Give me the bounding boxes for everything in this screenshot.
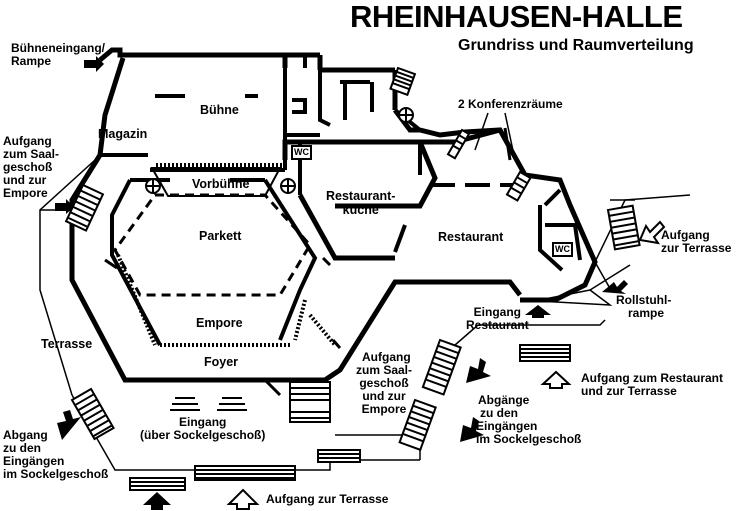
door-marks bbox=[104, 127, 512, 397]
arrow-icon bbox=[55, 56, 666, 510]
interior-walls bbox=[100, 55, 582, 272]
label-parkett: Parkett bbox=[199, 229, 242, 243]
label-eingang-restaurant: Eingang Restaurant bbox=[466, 305, 529, 332]
label-terrasse: Terrasse bbox=[41, 337, 93, 351]
page-title: RHEINHAUSEN-HALLE bbox=[350, 0, 683, 34]
arrow-icon bbox=[57, 410, 81, 440]
label-konferenzraeume: 2 Konferenzräume bbox=[458, 97, 563, 111]
page-subtitle: Grundriss und Raumverteilung bbox=[458, 37, 694, 54]
label-abgang-links: Abgang zu den Eingängen im Sockelgeschoß bbox=[3, 428, 109, 481]
label-eingang-sockel: Eingang (über Sockelgeschoß) bbox=[140, 415, 266, 442]
empore-outline bbox=[116, 254, 337, 347]
label-vorbuehne: Vorbühne bbox=[192, 177, 250, 191]
stage-edge bbox=[155, 163, 285, 168]
label-abgaenge-rechts: Abgänge zu den Eingängen im Sockelgescho… bbox=[476, 393, 582, 446]
wc-top: WC bbox=[291, 145, 312, 160]
arrow-up-outline-icon bbox=[540, 370, 572, 389]
arrow-up-icon bbox=[143, 492, 171, 510]
arrow-up-outline-icon bbox=[638, 220, 666, 245]
label-restaurantkueche: Restaurant- küche bbox=[326, 189, 396, 217]
label-buehne: Bühne bbox=[200, 103, 239, 117]
label-aufgang-restaurant-terrasse: Aufgang zum Restaurant und zur Terrasse bbox=[581, 371, 724, 398]
label-aufgang-saal-links: Aufgang zum Saal- geschoß und zur Empore bbox=[3, 134, 60, 200]
arrow-icon bbox=[460, 417, 484, 442]
label-empore: Empore bbox=[196, 316, 243, 330]
label-magazin: Magazin bbox=[98, 127, 148, 141]
stair-icon bbox=[64, 66, 641, 491]
label-restaurant: Restaurant bbox=[438, 230, 504, 244]
arrow-up-outline-icon bbox=[226, 488, 260, 510]
arrow-right-icon bbox=[55, 199, 74, 214]
wc-restaurant: WC bbox=[552, 242, 573, 257]
parkett-outline bbox=[113, 193, 312, 297]
arrow-icon bbox=[602, 280, 628, 294]
label-aufgang-saal-rechts: Aufgang zum Saal- geschoß und zur Empore bbox=[356, 350, 413, 416]
entrance-marks bbox=[170, 397, 247, 411]
arrow-up-icon bbox=[525, 305, 551, 318]
leader-lines bbox=[474, 112, 516, 161]
arrow-icon bbox=[466, 358, 491, 383]
label-aufgang-terrasse-unten: Aufgang zur Terrasse bbox=[266, 492, 389, 506]
label-foyer: Foyer bbox=[204, 355, 239, 369]
escalator-icon bbox=[145, 107, 414, 194]
label-buehneneingang: Bühneneingang/ Rampe bbox=[11, 41, 105, 68]
terrace-outline bbox=[39, 159, 691, 471]
arrow-right-icon bbox=[84, 56, 104, 72]
label-rollstuhlrampe: Rollstuhl- rampe bbox=[616, 293, 672, 320]
label-aufgang-terrasse: Aufgang zur Terrasse bbox=[661, 228, 732, 255]
